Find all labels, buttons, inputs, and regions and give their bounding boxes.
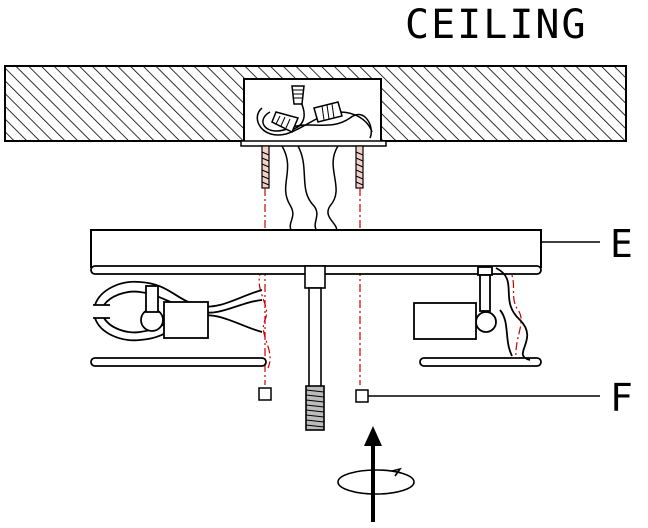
ceiling-title: CEILING xyxy=(405,2,588,48)
fixture-arm-left xyxy=(93,280,263,342)
threaded-rod xyxy=(304,265,326,431)
wire-nut-icon xyxy=(313,101,343,123)
label-e: E xyxy=(610,222,633,266)
cap-nut-right xyxy=(355,389,369,403)
fixture-arm-lower xyxy=(90,357,542,367)
mounting-screw-right xyxy=(355,145,364,189)
fixture-wires xyxy=(281,145,339,233)
wire-nut-icon xyxy=(271,111,300,134)
label-f: F xyxy=(610,376,633,420)
rotate-up-arrow-icon xyxy=(337,426,415,522)
junction-box xyxy=(240,78,387,147)
alignment-guides xyxy=(258,188,522,385)
cap-nut-left xyxy=(258,387,272,401)
fixture-arm-right xyxy=(413,266,531,361)
wire-nut-icon xyxy=(291,85,305,105)
mounting-screw-left xyxy=(261,145,270,189)
canopy-plate xyxy=(90,229,542,268)
